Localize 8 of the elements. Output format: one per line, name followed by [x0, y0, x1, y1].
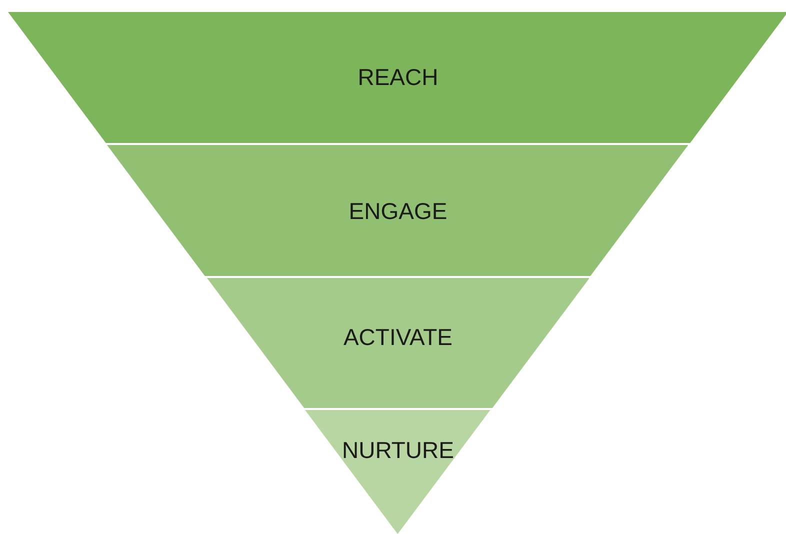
- funnel-band: [305, 410, 491, 534]
- funnel-band: [107, 145, 689, 276]
- stage-label: ACTIVATE: [342, 324, 454, 351]
- funnel-band: [206, 278, 590, 408]
- funnel-band: [8, 12, 786, 143]
- stage-label: ENGAGE: [348, 198, 448, 225]
- stage-label: REACH: [356, 64, 440, 91]
- stage-label: NURTURE: [340, 437, 455, 464]
